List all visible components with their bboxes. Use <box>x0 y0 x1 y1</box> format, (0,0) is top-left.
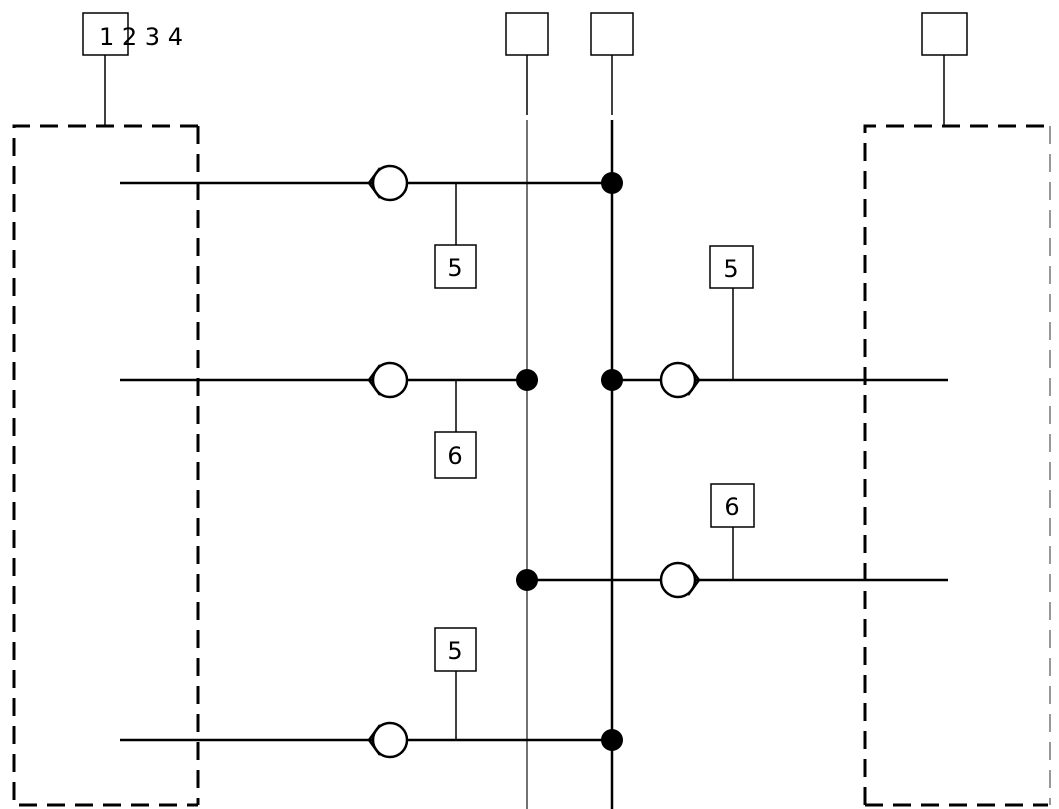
junction-rail-b-bottom <box>601 729 623 751</box>
check-valve-left-bottom <box>367 721 409 759</box>
callout-left-bottom <box>434 627 477 672</box>
check-valve-left-mid <box>367 361 409 399</box>
junction-rail-b-top <box>601 172 623 194</box>
tag-rail-b <box>590 12 634 115</box>
right-enclosure-border <box>863 124 1048 807</box>
callout-right-top <box>709 245 754 289</box>
junction-rail-a-mid <box>516 369 538 391</box>
tag-left-enclosure-label: 1 2 3 4 <box>99 23 183 51</box>
tag-right-enclosure <box>921 12 968 126</box>
callout-right-top-label: 5 <box>723 255 738 283</box>
junction-rail-b-mid <box>601 369 623 391</box>
check-valve-right-mid <box>659 361 701 399</box>
callout-left-bottom-label: 5 <box>447 637 462 665</box>
callout-right-mid <box>710 483 755 528</box>
left-enclosure-border <box>12 124 200 807</box>
callout-left-top-label: 5 <box>447 254 462 282</box>
check-valve-left-top <box>367 164 409 202</box>
callout-left-top <box>434 244 477 289</box>
tag-rail-a <box>505 12 549 115</box>
callout-left-mid <box>434 431 477 479</box>
tag-left-enclosure: 1 2 3 4 <box>82 12 183 126</box>
callout-right-mid-label: 6 <box>724 493 739 521</box>
callout-left-mid-label: 6 <box>447 442 462 470</box>
junction-rail-a-lower <box>516 569 538 591</box>
check-valve-right-lower <box>659 561 701 599</box>
